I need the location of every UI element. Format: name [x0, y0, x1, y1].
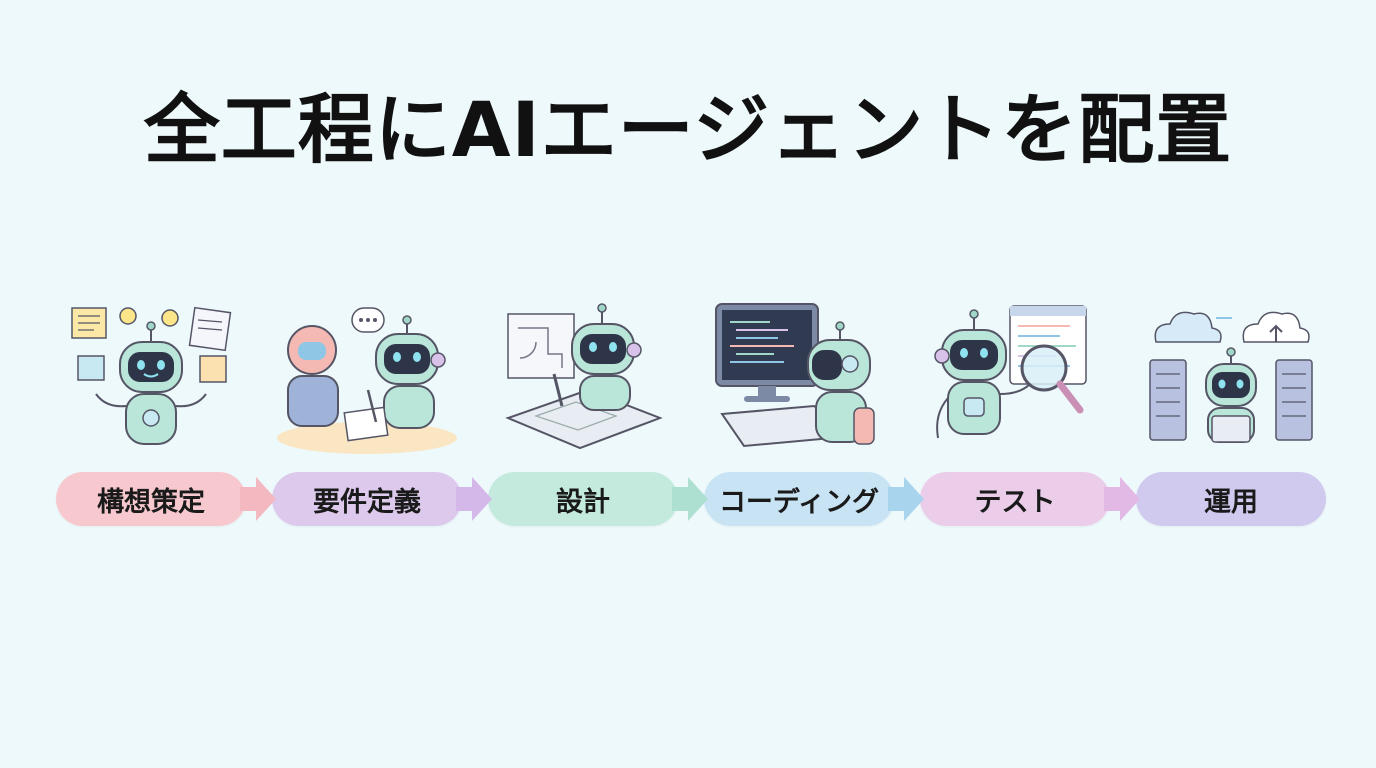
robot-operations-icon	[1149, 311, 1313, 443]
robot-coding-icon	[715, 303, 875, 448]
stage-pill-4: コーディング	[704, 472, 894, 526]
flow-arrow-icon	[456, 477, 492, 521]
robot-brainstorm-icon	[71, 306, 232, 445]
stage-pill-5: テスト	[920, 472, 1110, 526]
flow-arrow-icon	[672, 477, 708, 521]
stage-label: 設計	[556, 486, 610, 518]
stage-label: コーディング	[718, 486, 880, 518]
stage-pill-2: 要件定義	[272, 472, 462, 526]
stage-pill-3: 設計	[488, 472, 678, 526]
robot-design-icon	[505, 303, 663, 450]
stage-label: テスト	[974, 486, 1056, 518]
stage-label: 構想策定	[97, 486, 205, 518]
stage-label: 要件定義	[313, 486, 421, 518]
stage-2-illustration	[272, 298, 462, 460]
robot-meeting-icon	[277, 307, 457, 454]
flow-arrow-icon	[888, 477, 924, 521]
stage-label: 運用	[1204, 486, 1258, 518]
flow-arrow-icon	[1104, 477, 1140, 521]
stage-4-illustration	[704, 298, 894, 460]
stage-3-illustration	[488, 298, 678, 460]
stage-pill-6: 運用	[1136, 472, 1326, 526]
stage-pill-1: 構想策定	[56, 472, 246, 526]
stage-6-illustration	[1136, 298, 1326, 460]
page-title: 全工程にAIエージェントを配置	[143, 85, 1233, 174]
stage-5-illustration	[920, 298, 1110, 460]
robot-testing-icon	[934, 305, 1087, 439]
stage-1-illustration	[56, 298, 246, 460]
flow-arrow-icon	[240, 477, 276, 521]
